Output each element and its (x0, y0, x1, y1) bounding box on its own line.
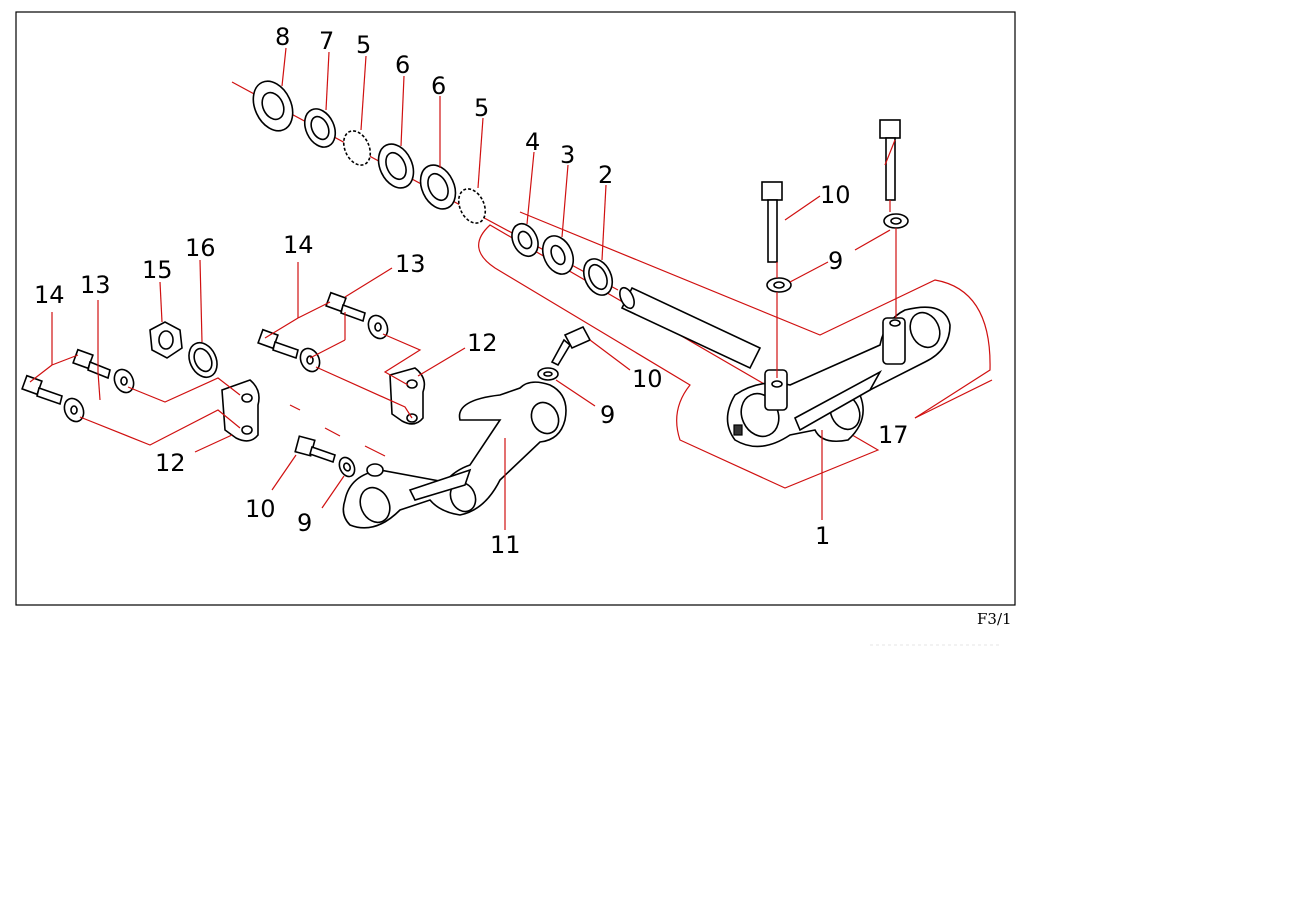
label-part-9: 9 (600, 401, 615, 429)
label-part-10: 10 (820, 181, 851, 209)
diagram-border (15, 11, 1016, 606)
label-part-4: 4 (525, 128, 540, 156)
label-part-15: 15 (142, 256, 173, 284)
label-part-3: 3 (560, 141, 575, 169)
shaft (619, 286, 762, 370)
swing-arm-11 (289, 381, 567, 530)
left-clamp (21, 300, 260, 453)
nut-washer (149, 259, 218, 379)
label-part-11: 11 (490, 531, 521, 559)
label-part-16: 16 (185, 234, 216, 262)
label-part-5: 5 (356, 31, 371, 59)
middle-bolt (537, 325, 631, 407)
label-part-17: 17 (878, 421, 909, 449)
group-boundary-17 (478, 211, 991, 489)
bearing-stack (231, 80, 619, 296)
bearing-leaders (281, 47, 607, 261)
label-part-13: 13 (80, 271, 111, 299)
label-part-12: 12 (467, 329, 498, 357)
label-part-9: 9 (828, 247, 843, 275)
label-part-8: 8 (275, 23, 290, 51)
label-part-10: 10 (632, 365, 663, 393)
label-part-10: 10 (245, 495, 276, 523)
label-part-9: 9 (297, 509, 312, 537)
label-part-14: 14 (34, 281, 65, 309)
bottom-bolt (271, 435, 356, 509)
callout-labels: 8 7 5 6 6 5 4 3 2 10 9 15 16 14 13 12 14… (34, 23, 909, 559)
label-part-13: 13 (395, 250, 426, 278)
label-part-12: 12 (155, 449, 186, 477)
label-part-7: 7 (319, 27, 334, 55)
label-part-6: 6 (395, 51, 410, 79)
swing-arm-1 (726, 306, 993, 520)
right-bolts (761, 119, 909, 378)
label-part-1: 1 (815, 522, 830, 550)
label-part-14: 14 (283, 231, 314, 259)
label-part-5: 5 (474, 94, 489, 122)
figure-code: F3/1 (977, 610, 1012, 628)
middle-clamp (257, 262, 466, 425)
label-part-2: 2 (598, 161, 613, 189)
label-part-6: 6 (431, 72, 446, 100)
